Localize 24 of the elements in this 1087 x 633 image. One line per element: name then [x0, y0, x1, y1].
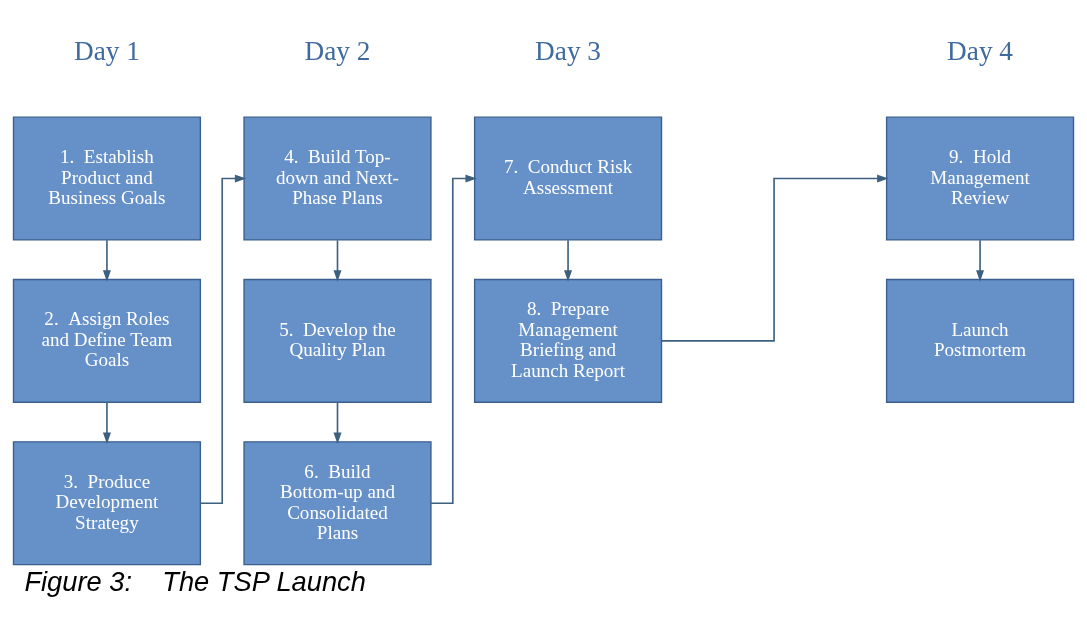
- label: Day 2: [304, 35, 371, 66]
- arrow: [102, 239, 111, 282]
- node-box: Launch Postmortem: [885, 278, 1075, 403]
- node-box: 3. Produce Development Strategy: [12, 440, 202, 565]
- label: Day 3: [535, 35, 601, 66]
- arrow: [102, 401, 111, 444]
- node-box: 8. Prepare Management Briefing and Launch Report: [473, 278, 663, 403]
- node-box: 5. Develop the Quality Plan: [243, 278, 432, 403]
- node-box: 7. Conduct Risk Assessment: [473, 115, 663, 241]
- node-box: 4. Build Top-down and Next-Phase Plans: [243, 115, 432, 241]
- arrow: [430, 174, 477, 504]
- caption: Figure 3: The TSP Launch: [24, 565, 366, 597]
- node-box: 6. Build Bottom-up and Consolidated Plans: [243, 440, 432, 565]
- label: Day 4: [947, 35, 1013, 66]
- arrow: [199, 174, 247, 504]
- node-box: 9. Hold Management Review: [885, 115, 1075, 241]
- arrow: [333, 401, 342, 444]
- label: Day 1: [74, 35, 140, 66]
- arrow: [976, 239, 985, 282]
- node-box: 1. Establish Product and Business Goals: [12, 115, 202, 241]
- node-box: 2. Assign Roles and Define Team Goals: [12, 278, 202, 403]
- arrow: [333, 239, 342, 282]
- arrow: [564, 239, 573, 282]
- arrow: [661, 174, 889, 342]
